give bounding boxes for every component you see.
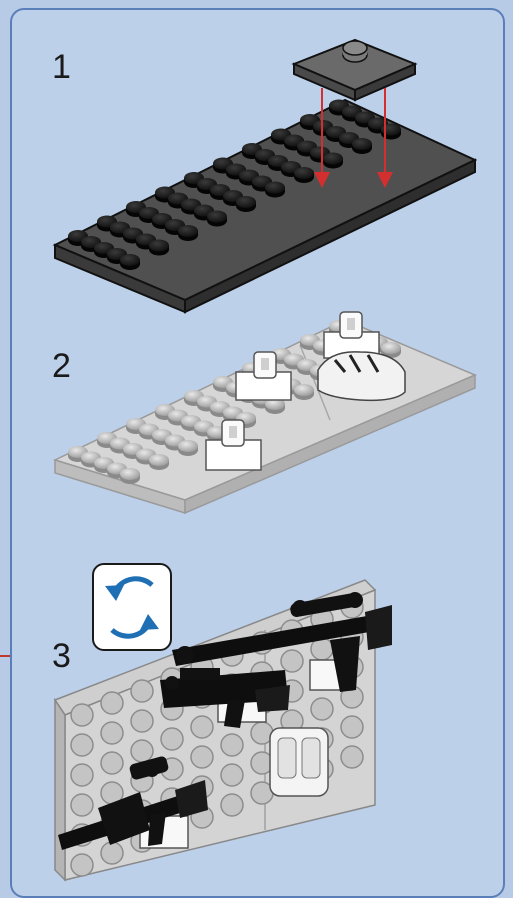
stud — [131, 710, 153, 732]
white-backpack-piece — [270, 728, 328, 796]
stud — [323, 153, 343, 169]
stud — [221, 764, 243, 786]
step-1-dark-plate — [55, 100, 475, 313]
stud — [101, 842, 123, 864]
stud — [149, 240, 169, 256]
stud — [71, 794, 93, 816]
stud — [178, 440, 198, 456]
stud — [71, 734, 93, 756]
rotate-callout — [92, 563, 172, 651]
stud — [101, 692, 123, 714]
step-2-light-plate — [55, 320, 475, 513]
step-1-tile-piece — [294, 40, 415, 100]
stud — [221, 794, 243, 816]
stud — [207, 211, 227, 227]
stud — [281, 650, 303, 672]
stud — [101, 722, 123, 744]
stud — [101, 752, 123, 774]
stud — [341, 746, 363, 768]
stud — [71, 854, 93, 876]
stud — [161, 728, 183, 750]
stud — [178, 225, 198, 241]
stud — [294, 167, 314, 183]
stud — [131, 680, 153, 702]
stud — [341, 716, 363, 738]
stud — [311, 698, 333, 720]
stud — [221, 734, 243, 756]
stud — [131, 740, 153, 762]
stud — [191, 746, 213, 768]
stud — [191, 716, 213, 738]
stud — [265, 182, 285, 198]
white-clip-piece — [324, 312, 379, 358]
stud — [294, 384, 314, 400]
stud — [149, 454, 169, 470]
stud — [71, 764, 93, 786]
stud — [236, 196, 256, 212]
stud — [120, 254, 140, 270]
stud — [352, 138, 372, 154]
white-bag-piece — [318, 352, 405, 401]
stud — [71, 704, 93, 726]
stud — [120, 468, 140, 484]
